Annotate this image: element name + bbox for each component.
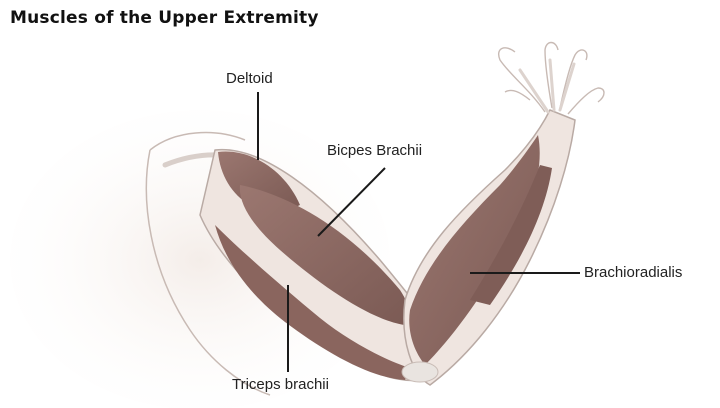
brachioradialis-label: Brachioradialis — [584, 264, 682, 281]
deltoid-label: Deltoid — [226, 70, 273, 87]
hand-bones — [520, 60, 574, 112]
elbow-bone — [402, 362, 438, 382]
biceps-brachii-label: Bicpes Brachii — [327, 142, 422, 159]
triceps-brachii-label: Triceps brachii — [232, 376, 329, 393]
